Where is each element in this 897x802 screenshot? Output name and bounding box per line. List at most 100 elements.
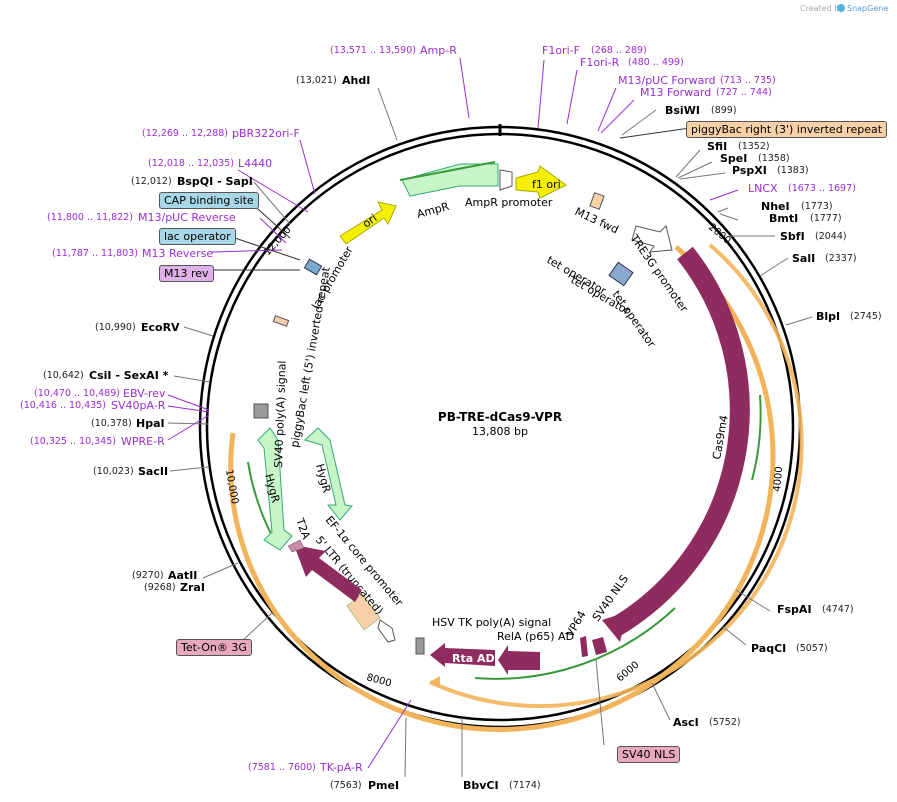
l4440-primer[interactable]: L4440 — [238, 157, 273, 170]
m13-forward-primer[interactable]: M13 Forward — [640, 86, 712, 99]
leader-lines — [167, 87, 813, 778]
lncx-pos: (1673 .. 1697) — [788, 183, 856, 194]
hsv-tk-feature[interactable] — [415, 637, 425, 655]
bspqi-pos: (12,012) — [131, 176, 172, 187]
asci-site[interactable]: AscI — [673, 716, 699, 729]
sfii-site[interactable]: SfiI — [707, 140, 728, 153]
zrai-site[interactable]: ZraI — [180, 581, 205, 594]
m13-puc-reverse-primer[interactable]: M13/pUC Reverse — [138, 211, 236, 224]
hygr-feature-1[interactable] — [257, 427, 293, 551]
csii-sexai-site[interactable]: CsiI - SexAI * — [89, 369, 169, 382]
m13-puc-forward-primer[interactable]: M13/pUC Forward — [618, 74, 716, 87]
sali-pos: (2337) — [825, 253, 857, 264]
bsiwi-pos: (899) — [711, 105, 737, 116]
f1ori-f-primer[interactable]: F1ori-F — [542, 44, 580, 57]
tet-on-arc-outer — [321, 245, 776, 733]
tet-on-arrow-head — [430, 676, 440, 688]
paqci-pos: (5057) — [796, 643, 828, 654]
tk-pa-r-pos: (7581 .. 7600) — [248, 762, 316, 773]
paqci-site[interactable]: PaqCI — [751, 642, 787, 655]
bsiwi-site[interactable]: BsiWI — [665, 104, 700, 117]
snapgene-brand: SnapGene — [847, 4, 888, 13]
rta-feature[interactable] — [430, 643, 495, 667]
fspai-site[interactable]: FspAI — [777, 603, 812, 616]
bspqi-sapi-site[interactable]: BspQI - SapI — [177, 175, 253, 188]
sv40-nls-box[interactable]: SV40 NLS — [617, 746, 681, 763]
tre3g-feature[interactable] — [631, 225, 673, 253]
hygr-feature-2[interactable] — [304, 427, 353, 521]
tk-pa-r-primer[interactable]: TK-pA-R — [320, 761, 363, 774]
ampr-feature[interactable] — [401, 163, 499, 197]
sv40-polya-feature[interactable] — [253, 403, 269, 419]
blpi-site[interactable]: BlpI — [816, 310, 841, 323]
puro-rta-feature[interactable] — [294, 545, 362, 602]
ebv-rev-primer[interactable]: EBV-rev — [123, 387, 166, 400]
bbvci-site[interactable]: BbvCI — [463, 779, 499, 792]
ampr-promoter-label: AmpR promoter — [465, 196, 553, 209]
pspxi-pos: (1383) — [777, 165, 809, 176]
wpre-r-primer[interactable]: WPRE-R — [121, 435, 165, 448]
vp64-feature[interactable] — [580, 636, 588, 657]
hpai-pos: (10,378) — [91, 418, 132, 429]
rela-label: RelA (p65) AD — [497, 630, 574, 643]
ahdi-pos: (13,021) — [296, 75, 337, 86]
amp-r-pos: (13,571 .. 13,590) — [330, 45, 416, 56]
sbfi-site[interactable]: SbfI — [780, 230, 805, 243]
m13-fwd-feature[interactable] — [589, 192, 605, 210]
cap-binding-box[interactable]: CAP binding site — [159, 192, 259, 209]
lac-feature[interactable] — [303, 258, 323, 276]
created-by-text: Created by — [800, 4, 844, 13]
box-leaders — [208, 127, 691, 271]
csii-pos: (10,642) — [43, 370, 84, 381]
asci-pos: (5752) — [709, 717, 741, 728]
pspxi-site[interactable]: PspXI — [732, 164, 767, 177]
sali-site[interactable]: SalI — [792, 252, 816, 265]
cas9m4-feature[interactable] — [608, 246, 750, 637]
ef1a-feature[interactable] — [377, 619, 396, 643]
bmti-site[interactable]: BmtI — [769, 212, 799, 225]
plasmid-name: PB-TRE-dCas9-VPR — [438, 410, 562, 424]
spei-site[interactable]: SpeI — [720, 152, 748, 165]
f1ori-f-pos: (268 .. 289) — [591, 45, 647, 56]
lac-operator-box[interactable]: lac operator — [159, 228, 236, 245]
bmti-pos: (1777) — [810, 213, 842, 224]
tet-on-arc-right — [429, 243, 804, 708]
sv40-nls-feature[interactable] — [592, 637, 607, 655]
bbvci-pos: (7174) — [509, 780, 541, 791]
m13-rev-box[interactable]: M13 rev — [159, 265, 214, 282]
hpai-site[interactable]: HpaI — [136, 417, 165, 430]
ampr-promoter-feature[interactable] — [499, 169, 513, 191]
tet-operator-feature[interactable] — [608, 261, 634, 287]
sv40pa-r-primer[interactable]: SV40pA-R — [111, 399, 166, 412]
f1-ori-label: f1 ori — [532, 178, 561, 191]
m13-forward-pos: (727 .. 744) — [716, 87, 772, 98]
ahdi-site[interactable]: AhdI — [342, 74, 371, 87]
ori-feature[interactable] — [339, 201, 397, 245]
aatii-pos: (9270) — [132, 570, 164, 581]
plasmid-size: 13,808 bp — [472, 425, 528, 438]
piggybac-left-feature[interactable] — [272, 315, 290, 327]
l4440-pos: (12,018 .. 12,035) — [148, 158, 234, 169]
f1-ori-feature[interactable] — [515, 165, 567, 199]
lncx-primer[interactable]: LNCX — [748, 182, 778, 195]
primer-leaders — [167, 57, 739, 769]
tet-on-box[interactable]: Tet-On® 3G — [176, 639, 252, 656]
sfii-pos: (1352) — [738, 141, 770, 152]
sacii-pos: (10,023) — [93, 466, 134, 477]
m13-reverse-pos: (11,787 .. 11,803) — [52, 248, 138, 259]
rela-feature[interactable] — [498, 645, 540, 675]
t2a-feature[interactable] — [287, 539, 305, 553]
nhei-site[interactable]: NheI — [761, 200, 790, 213]
pmei-site[interactable]: PmeI — [368, 779, 400, 792]
sacii-site[interactable]: SacII — [138, 465, 169, 478]
amp-r-primer[interactable]: Amp-R — [420, 44, 457, 57]
piggybac-right-box[interactable]: piggyBac right (3') inverted repeat — [686, 121, 888, 138]
aatii-site[interactable]: AatII — [168, 569, 198, 582]
m13-puc-forward-pos: (713 .. 735) — [720, 75, 776, 86]
ecorv-site[interactable]: EcoRV — [141, 321, 180, 334]
f1ori-r-primer[interactable]: F1ori-R — [580, 56, 620, 69]
blpi-pos: (2745) — [850, 311, 882, 322]
pbr322ori-f-primer[interactable]: pBR322ori-F — [232, 127, 300, 140]
m13-reverse-primer[interactable]: M13 Reverse — [142, 247, 214, 260]
sbfi-pos: (2044) — [815, 231, 847, 242]
